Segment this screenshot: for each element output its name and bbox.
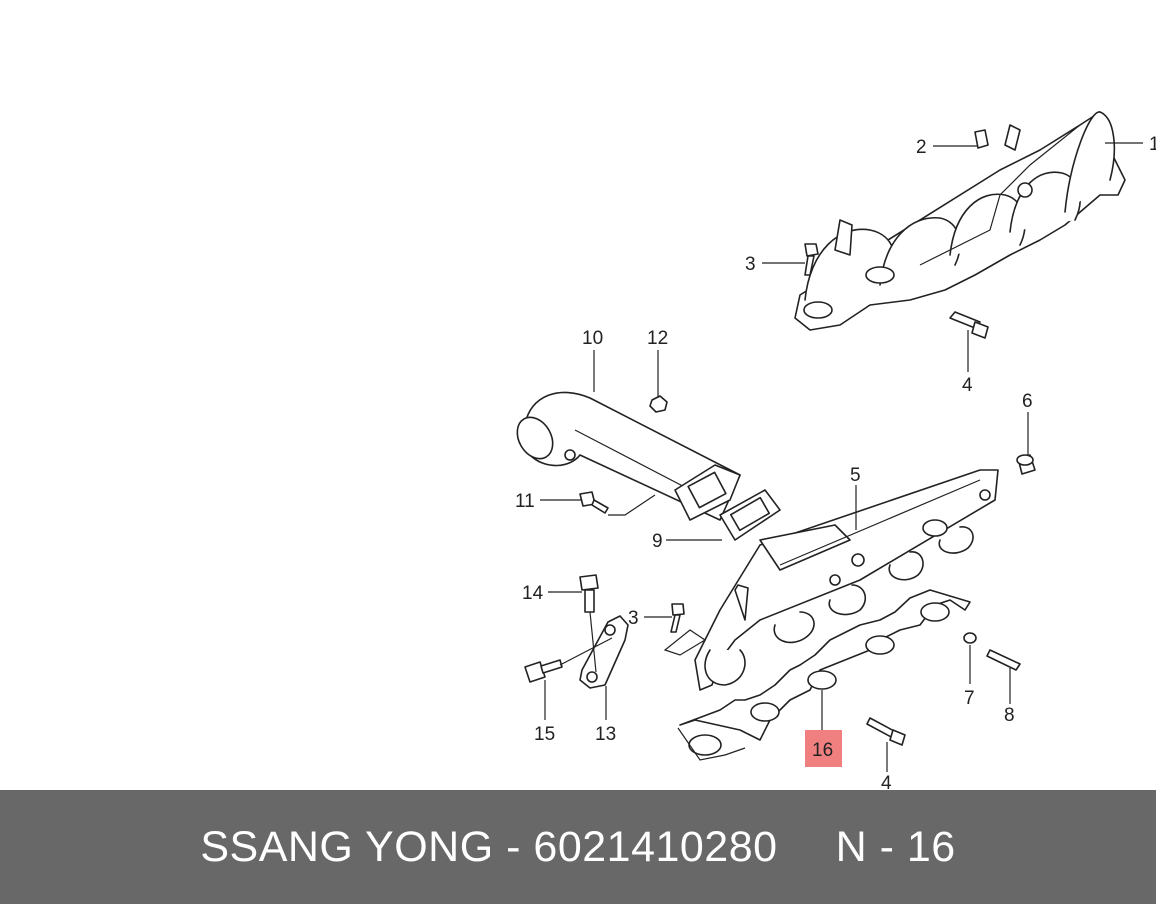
part-14-bolt <box>579 574 599 613</box>
callout-5: 5 <box>850 465 861 486</box>
position-code: N - 16 <box>835 822 956 871</box>
callout-9: 9 <box>652 531 663 552</box>
brand-name: SSANG YONG <box>200 822 494 871</box>
separator: - <box>506 822 521 871</box>
diagram-canvas: 1 2 3 4 6 5 10 12 11 9 14 3 7 8 15 13 16… <box>515 111 1156 790</box>
leader-lines <box>540 142 1143 772</box>
part-4-stud-upper <box>949 311 989 339</box>
part-16-gasket <box>663 589 971 761</box>
callout-13: 13 <box>595 724 616 745</box>
part-5-manifold <box>694 469 999 691</box>
part-7-washer <box>963 632 977 644</box>
callout-6: 6 <box>1022 391 1033 412</box>
callout-2: 2 <box>916 137 927 158</box>
callout-8: 8 <box>1004 705 1015 726</box>
part-number: 6021410280 <box>533 822 778 871</box>
callout-16: 16 <box>812 740 833 761</box>
callout-3-lower: 3 <box>628 608 639 629</box>
part-3-bolt-upper <box>804 243 819 276</box>
callout-15: 15 <box>534 724 555 745</box>
callout-10: 10 <box>582 328 603 349</box>
callout-4-lower: 4 <box>881 773 892 790</box>
parts-diagram: 1 2 3 4 6 5 10 12 11 9 14 3 7 8 15 13 16… <box>515 111 1156 790</box>
callout-12: 12 <box>647 328 668 349</box>
part-11-bolt <box>579 491 609 514</box>
part-12-nut <box>649 395 668 413</box>
part-9-gasket <box>719 489 781 541</box>
part-4-stud-lower <box>866 717 906 746</box>
footer-caption: SSANG YONG - 6021410280 N - 16 <box>200 823 955 872</box>
callout-labels: 1 2 3 4 6 5 10 12 11 9 14 3 7 8 15 13 16… <box>515 134 1156 790</box>
part-1-manifold <box>794 111 1126 331</box>
part-8-stud <box>986 649 1021 671</box>
part-6-plug <box>1016 454 1036 475</box>
callout-14: 14 <box>522 583 544 604</box>
part-3-bolt-lower <box>670 603 685 633</box>
callout-1: 1 <box>1149 134 1156 155</box>
callout-7: 7 <box>964 688 975 709</box>
callout-3-upper: 3 <box>745 254 756 275</box>
part-13-bracket <box>579 615 629 689</box>
part-10-egr-pipe <box>516 391 741 521</box>
callout-4-upper: 4 <box>962 375 973 396</box>
highlight-box <box>805 730 842 767</box>
footer-bar: SSANG YONG - 6021410280 N - 16 <box>0 790 1156 904</box>
part-15-bolt <box>524 659 563 683</box>
callout-11: 11 <box>515 491 535 512</box>
